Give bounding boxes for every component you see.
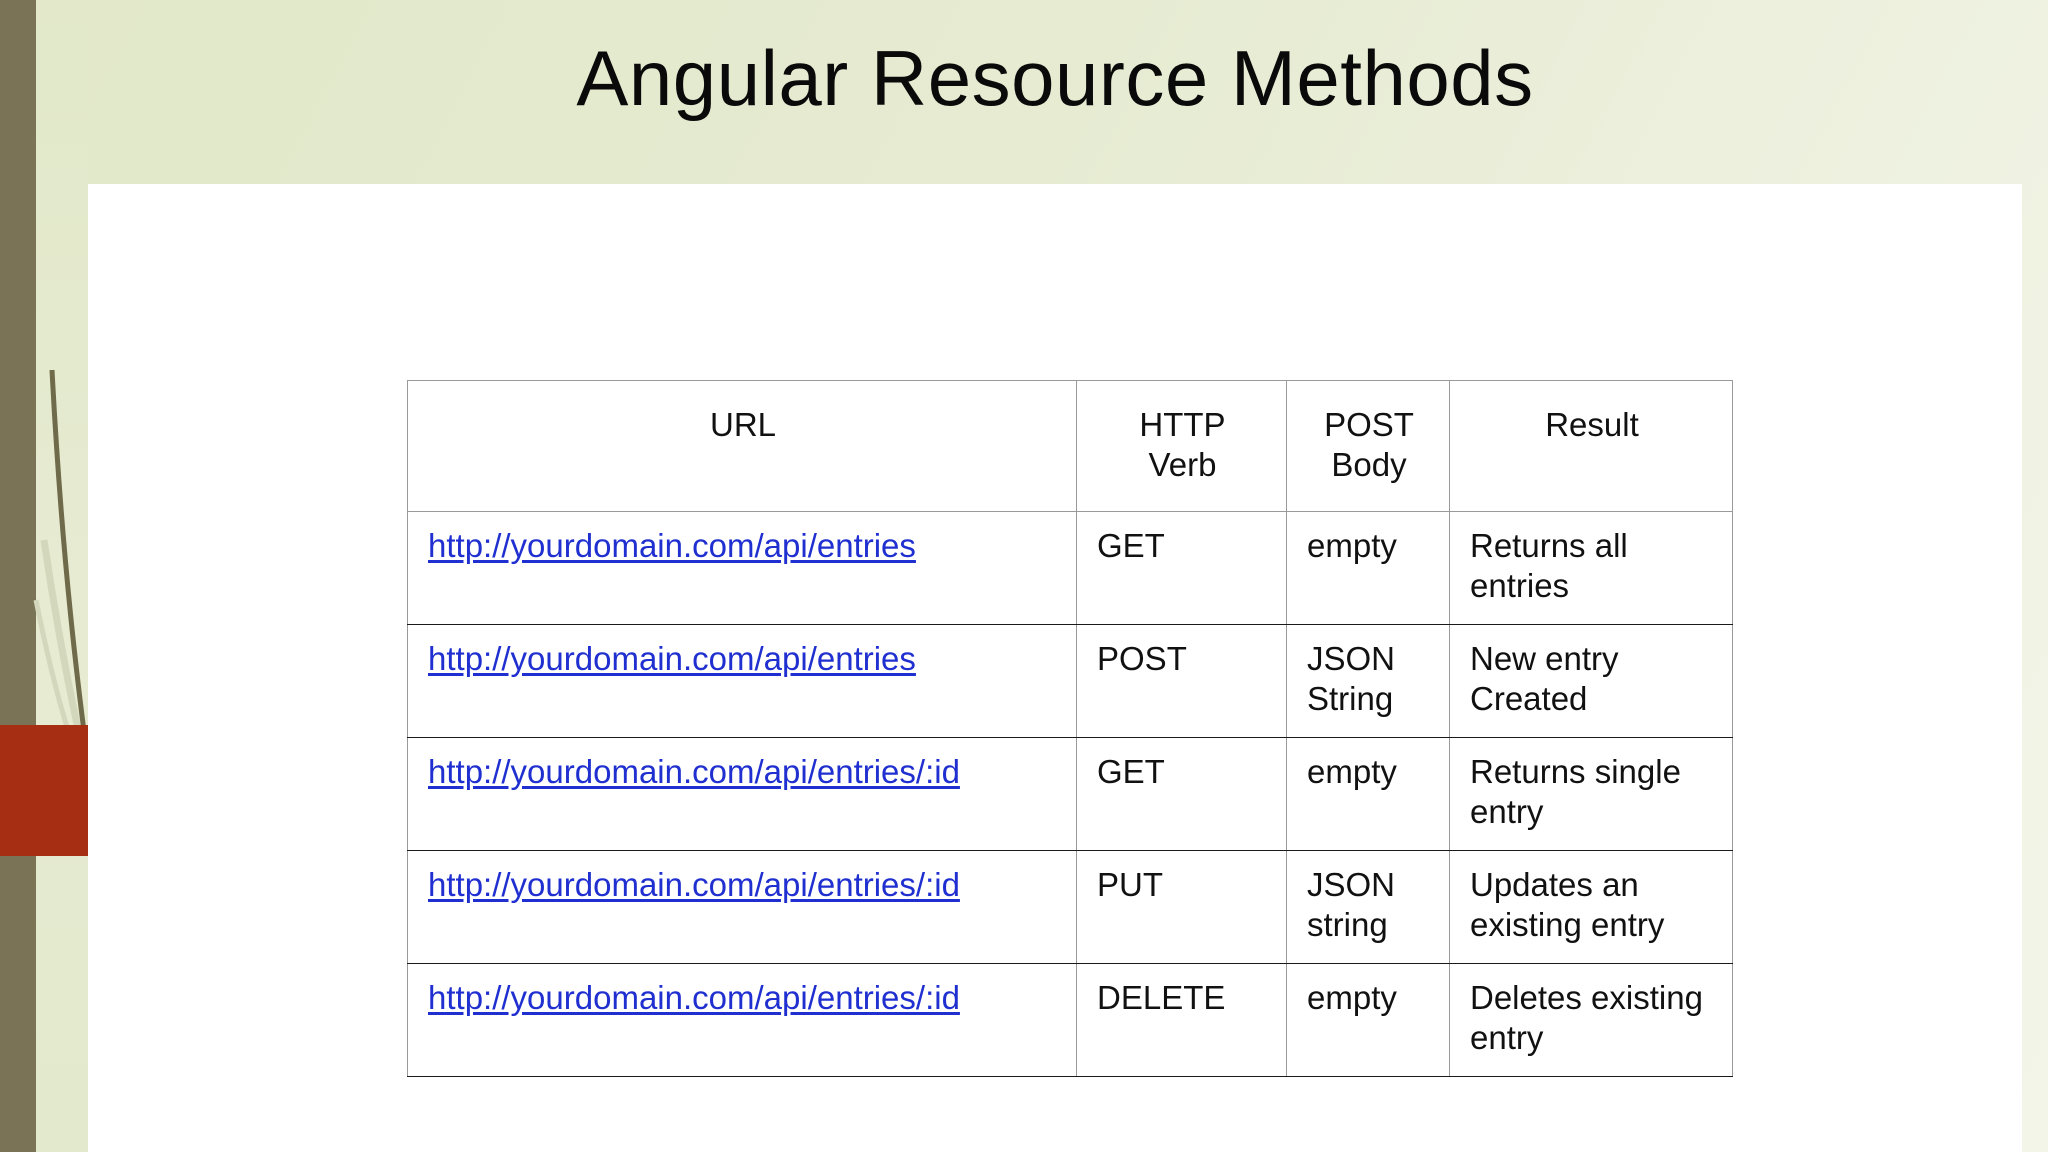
cell-result: Updates an existing entry [1449, 849, 1733, 964]
cell-result: Returns single entry [1449, 736, 1733, 851]
table-body: http://yourdomain.com/api/entries GET em… [407, 510, 1733, 1077]
cell-http-verb: POST [1076, 623, 1287, 738]
cell-url: http://yourdomain.com/api/entries/:id [407, 849, 1077, 964]
cell-post-body: JSON string [1286, 849, 1450, 964]
column-header-url-line1: URL [709, 406, 777, 443]
table-row: http://yourdomain.com/api/entries/:id GE… [407, 736, 1733, 851]
cell-http-verb: GET [1076, 736, 1287, 851]
left-green-band [36, 0, 88, 1152]
cell-result: Returns all entries [1449, 510, 1733, 625]
cell-result: Deletes existing entry [1449, 962, 1733, 1077]
endpoint-link[interactable]: http://yourdomain.com/api/entries/:id [428, 752, 960, 790]
table-row: http://yourdomain.com/api/entries GET em… [407, 510, 1733, 625]
table-row: http://yourdomain.com/api/entries POST J… [407, 623, 1733, 738]
endpoint-link[interactable]: http://yourdomain.com/api/entries/:id [428, 978, 960, 1016]
table-header-row: URL HTTP Verb POST Body Result [407, 380, 1733, 512]
table-row: http://yourdomain.com/api/entries/:id DE… [407, 962, 1733, 1077]
column-header-post-body: POST Body [1286, 380, 1450, 512]
table-row: http://yourdomain.com/api/entries/:id PU… [407, 849, 1733, 964]
column-header-result: Result [1449, 380, 1733, 512]
api-endpoints-table: URL HTTP Verb POST Body Result http://yo… [407, 380, 1733, 1077]
cell-http-verb: GET [1076, 510, 1287, 625]
left-dark-bar [0, 0, 36, 1152]
cell-http-verb: PUT [1076, 849, 1287, 964]
cell-post-body: JSON String [1286, 623, 1450, 738]
column-header-http-verb-line1: HTTP [1139, 406, 1226, 443]
cell-url: http://yourdomain.com/api/entries [407, 623, 1077, 738]
cell-url: http://yourdomain.com/api/entries/:id [407, 736, 1077, 851]
column-header-http-verb-line2: Verb [1148, 445, 1217, 483]
page-title: Angular Resource Methods [576, 34, 1534, 122]
cell-post-body: empty [1286, 736, 1450, 851]
cell-http-verb: DELETE [1076, 962, 1287, 1077]
column-header-url: URL [407, 380, 1077, 512]
endpoint-link[interactable]: http://yourdomain.com/api/entries [428, 639, 916, 677]
cell-post-body: empty [1286, 962, 1450, 1077]
column-header-http-verb: HTTP Verb [1076, 380, 1287, 512]
cell-url: http://yourdomain.com/api/entries [407, 510, 1077, 625]
accent-red-block [0, 725, 89, 856]
column-header-post-body-line2: Body [1331, 445, 1407, 483]
cell-result: New entry Created [1449, 623, 1733, 738]
endpoint-link[interactable]: http://yourdomain.com/api/entries [428, 526, 916, 564]
column-header-result-line1: Result [1545, 406, 1639, 443]
cell-post-body: empty [1286, 510, 1450, 625]
table-header: URL HTTP Verb POST Body Result [407, 380, 1733, 512]
cell-url: http://yourdomain.com/api/entries/:id [407, 962, 1077, 1077]
endpoint-link[interactable]: http://yourdomain.com/api/entries/:id [428, 865, 960, 903]
column-header-post-body-line1: POST [1324, 406, 1414, 443]
